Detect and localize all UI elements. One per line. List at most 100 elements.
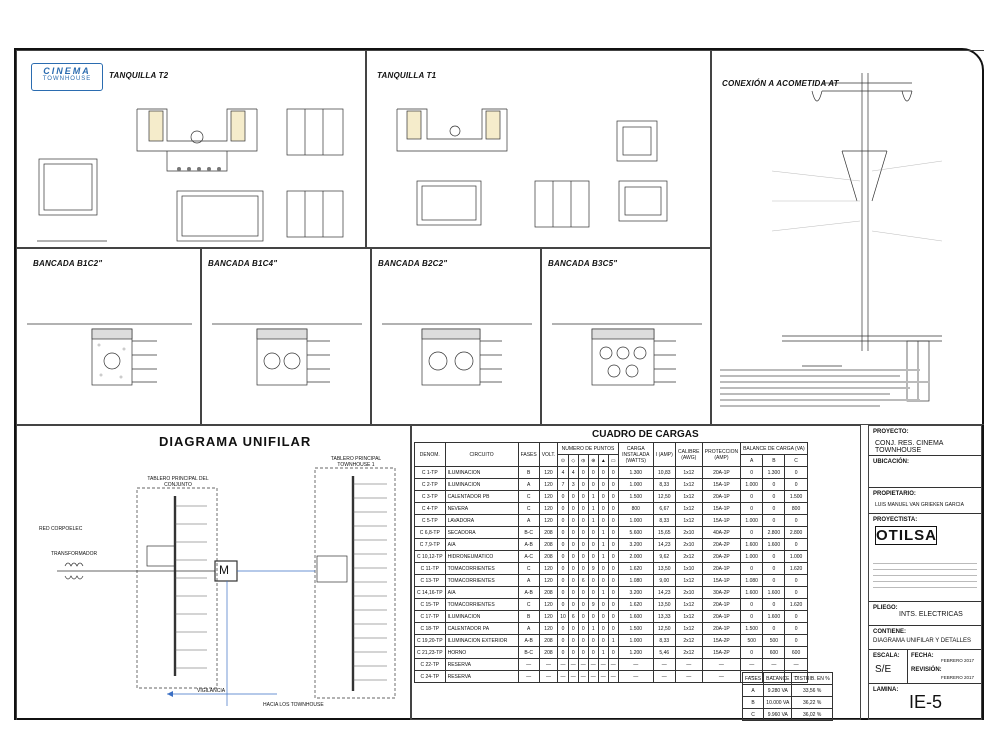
tb-propietario: PROPIETARIO: LUIS MANUEL VAN GRIEKEN GAR… xyxy=(869,488,981,514)
table-cell: 2x10 xyxy=(674,538,703,551)
table-cell: 0 xyxy=(607,574,619,587)
table-cell: 1.600 xyxy=(740,538,764,551)
symbol-special-outlet-icon: ⊕ xyxy=(587,454,599,467)
table-cell: 0 xyxy=(577,634,589,647)
table-cell: 1.000 xyxy=(617,514,654,527)
table-cell: 0 xyxy=(762,478,786,491)
table-cell: 0 xyxy=(557,538,569,551)
load-table-panel: CUADRO DE CARGAS DENOM. CIRCUITO FASES V… xyxy=(411,425,861,721)
tb-escala-value: S/E xyxy=(875,664,892,675)
table-cell: 1 xyxy=(587,502,599,515)
table-cell: 0 xyxy=(784,538,808,551)
summary-header: DISTRIB. EN % xyxy=(791,672,833,685)
table-cell: 0 xyxy=(762,490,786,503)
table-cell: 0 xyxy=(587,610,599,623)
table-cell: — xyxy=(597,670,609,683)
table-cell: 3 xyxy=(567,478,579,491)
tb-label: FECHA: xyxy=(911,653,934,659)
table-cell: 0 xyxy=(577,478,589,491)
table-cell: C 22-TP xyxy=(414,658,446,671)
tb-label: UBICACIÓN: xyxy=(873,459,909,465)
col-header: DENOM. xyxy=(414,442,446,467)
table-cell: 0 xyxy=(607,586,619,599)
table-cell: ILUMINACION xyxy=(444,610,519,623)
table-cell: 9 xyxy=(587,562,599,575)
table-cell: 0 xyxy=(577,502,589,515)
table-cell: NEVERA xyxy=(444,502,519,515)
table-cell: 6 xyxy=(567,610,579,623)
logo-line2: TOWNHOUSE xyxy=(42,76,92,82)
table-cell: 0 xyxy=(607,538,619,551)
load-table: DENOM. CIRCUITO FASES VOLT. NUMERO DE PU… xyxy=(414,442,808,683)
table-cell: B-C xyxy=(517,646,540,659)
summary-cell: 10.000 VA xyxy=(763,696,793,709)
table-cell: 1.500 xyxy=(740,622,764,635)
table-cell: 13,50 xyxy=(652,562,676,575)
table-cell: 2x10 xyxy=(674,526,703,539)
table-cell: 2.000 xyxy=(617,550,654,563)
table-cell: 1 xyxy=(587,514,599,527)
table-cell: 0 xyxy=(577,622,589,635)
table-cell: 2x12 xyxy=(674,550,703,563)
table-cell: 0 xyxy=(557,514,569,527)
table-cell: — xyxy=(577,658,589,671)
summary-cell: B xyxy=(741,696,765,709)
table-cell: 5.600 xyxy=(617,526,654,539)
tb-revision-value: FEBRERO 2017 xyxy=(941,675,975,680)
table-cell: 0 xyxy=(577,610,589,623)
tb-contiene: CONTIENE: DIAGRAMA UNIFILAR Y DETALLES xyxy=(869,626,981,650)
table-cell: 0 xyxy=(762,502,786,515)
symbol-outlet-icon: ⦶ xyxy=(577,454,589,467)
table-cell: 0 xyxy=(557,646,569,659)
phase-header: B xyxy=(762,454,786,467)
table-cell: 1 xyxy=(607,634,619,647)
tb-proyectista: PROYECTISTA: OTILSA xyxy=(869,514,981,602)
table-cell: A-B xyxy=(517,538,540,551)
tb-label: ESCALA: xyxy=(873,653,900,659)
table-cell: 0 xyxy=(587,538,599,551)
table-cell: 20A-2P xyxy=(701,550,742,563)
table-cell: 0 xyxy=(567,538,579,551)
diagram-title: DIAGRAMA UNIFILAR xyxy=(159,434,312,449)
table-cell: 120 xyxy=(538,562,559,575)
panel-bancada-1: BANCADA B1C2" xyxy=(16,248,201,425)
panel-title: TANQUILLA T1 xyxy=(377,71,437,80)
tb-lamina: LAMINA: IE-5 xyxy=(869,684,981,721)
hacia-label: HACIA LOS TOWNHOUSE xyxy=(263,702,324,708)
summary-cell: 9.280 VA xyxy=(763,684,793,697)
table-cell: 0 xyxy=(607,514,619,527)
tb-label: PROYECTISTA: xyxy=(873,517,918,523)
table-cell: A xyxy=(517,514,540,527)
table-cell: 1.300 xyxy=(617,466,654,479)
table-cell: 9,62 xyxy=(652,550,676,563)
load-table-title: CUADRO DE CARGAS xyxy=(592,429,699,440)
table-cell: HIDRONEUMATICO xyxy=(444,550,519,563)
summary-cell: 9.960 VA xyxy=(763,708,793,721)
table-cell: 0 xyxy=(597,478,609,491)
table-cell: 1.600 xyxy=(762,538,786,551)
table-cell: 0 xyxy=(784,574,808,587)
tb-propietario-value: LUIS MANUEL VAN GRIEKEN GARCIA xyxy=(875,502,964,508)
tb-label: CONTIENE: xyxy=(873,629,906,635)
bancada-1-drawing xyxy=(27,323,192,386)
table-cell: — xyxy=(701,658,742,671)
table-cell: 0 xyxy=(567,586,579,599)
table-cell: 12,50 xyxy=(652,490,676,503)
table-cell: C 14,16-TP xyxy=(414,586,446,599)
table-cell: 0 xyxy=(587,574,599,587)
tb-pliego-value: INTS. ELECTRICAS xyxy=(899,611,963,618)
tb-label: REVISIÓN: xyxy=(911,667,942,673)
table-cell: 1.000 xyxy=(740,478,764,491)
table-cell: 0 xyxy=(607,502,619,515)
table-cell: — xyxy=(652,670,676,683)
table-cell: 1.000 xyxy=(740,514,764,527)
table-cell: 0 xyxy=(597,562,609,575)
table-cell: 1.620 xyxy=(784,562,808,575)
table-cell: A-B xyxy=(517,586,540,599)
table-cell: 0 xyxy=(762,574,786,587)
